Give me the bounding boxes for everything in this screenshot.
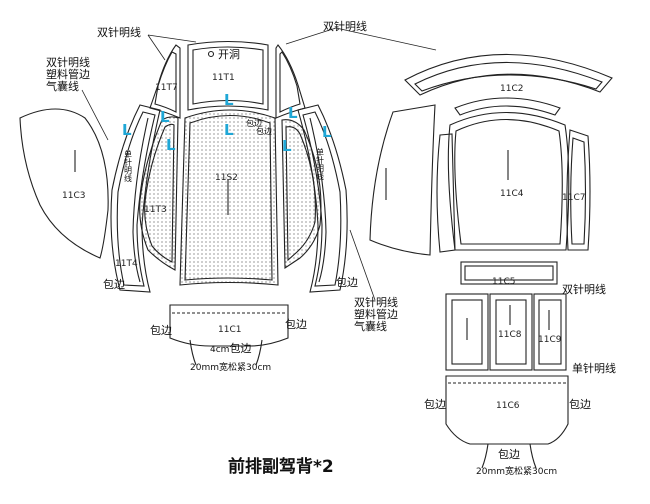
marker-l-5: L xyxy=(224,121,234,139)
label-double-needle-b: 双针明线 xyxy=(323,19,367,33)
piece-11c7 xyxy=(566,129,591,251)
label-left-note-3: 气囊线 xyxy=(46,79,79,93)
piece-panel-left xyxy=(445,293,489,371)
label-right-note-3: 气囊线 xyxy=(354,319,387,333)
label-wrap-edge-7: 包边 xyxy=(569,398,591,411)
piece-11c2 xyxy=(404,53,613,96)
marker-l-4: L xyxy=(122,121,132,139)
label-left-note-2: 塑料管边 xyxy=(46,67,90,81)
diagram-title: 前排副驾背*2 xyxy=(228,456,334,477)
piece-11t3-right xyxy=(281,119,322,270)
label-vert-wrap-right: 包边 xyxy=(256,126,272,136)
leader-lines xyxy=(81,27,437,301)
piece-band-top xyxy=(454,97,561,116)
part-11c5: 11C5 xyxy=(492,277,515,287)
piece-11t3 xyxy=(139,116,179,271)
label-elastic-2: 20mm宽松紧30cm xyxy=(476,465,557,477)
piece-11c4 xyxy=(447,111,570,251)
piece-11c9 xyxy=(533,293,567,371)
label-open-hole: 开洞 xyxy=(218,48,240,61)
part-11c3: 11C3 xyxy=(62,191,85,201)
part-11c6: 11C6 xyxy=(496,401,520,411)
marker-l-2: L xyxy=(160,108,170,126)
label-vert-single-needle-left: 单针明线 xyxy=(124,149,133,182)
piece-11c3 xyxy=(19,108,109,259)
part-11c2: 11C2 xyxy=(500,84,523,94)
label-single-needle: 单针明线 xyxy=(572,361,616,375)
label-wrap-edge-2: 包边 xyxy=(336,276,358,289)
label-double-needle: 双针明线 xyxy=(97,25,141,39)
piece-11t1 xyxy=(187,40,269,111)
label-wrap-edge-bottom: 包边 xyxy=(498,448,520,461)
part-11s2: 11S2 xyxy=(215,173,238,183)
label-vert-wrap-left: 包边 xyxy=(246,118,262,128)
label-elastic-1: 20mm宽松紧30cm xyxy=(190,361,271,373)
label-wrap-edge-6: 包边 xyxy=(424,398,446,411)
piece-11t4-right xyxy=(297,104,348,293)
label-right-note-1: 双针明线 xyxy=(354,295,398,309)
part-11t1: 11T1 xyxy=(212,73,235,83)
part-11c7: 11C7 xyxy=(562,193,585,203)
piece-11c6 xyxy=(445,375,569,469)
part-11t3: 11T3 xyxy=(144,205,167,215)
label-wrap-edge-1: 包边 xyxy=(103,278,125,291)
piece-11s2 xyxy=(179,109,279,286)
label-4cm-wrap: 4cm包边 xyxy=(210,342,251,355)
part-11c9: 11C9 xyxy=(538,335,562,345)
piece-left-side-c xyxy=(369,104,436,256)
marker-l-1: L xyxy=(224,91,234,109)
label-wrap-edge-4: 包边 xyxy=(285,318,307,331)
marker-l-8: L xyxy=(322,123,332,141)
label-double-needle-c: 双针明线 xyxy=(562,282,606,296)
part-11t4: 11T4 xyxy=(115,259,138,269)
marker-l-6: L xyxy=(166,136,176,154)
part-11c8: 11C8 xyxy=(498,330,522,340)
label-left-note-1: 双针明线 xyxy=(46,55,90,69)
piece-11c5 xyxy=(460,261,558,285)
piece-11c1 xyxy=(169,304,289,366)
part-11c1: 11C1 xyxy=(218,325,241,335)
piece-11c8 xyxy=(489,293,533,371)
label-right-note-2: 塑料管边 xyxy=(354,307,398,321)
label-wrap-edge-3: 包边 xyxy=(150,324,172,337)
label-vert-single-needle-right: 单针明线 xyxy=(316,147,325,180)
marker-l-3: L xyxy=(288,104,298,122)
part-11c4: 11C4 xyxy=(500,189,524,199)
piece-strip-left-11c4 xyxy=(436,133,456,253)
marker-l-7: L xyxy=(282,137,292,155)
part-11t7: 11T7 xyxy=(155,83,178,93)
